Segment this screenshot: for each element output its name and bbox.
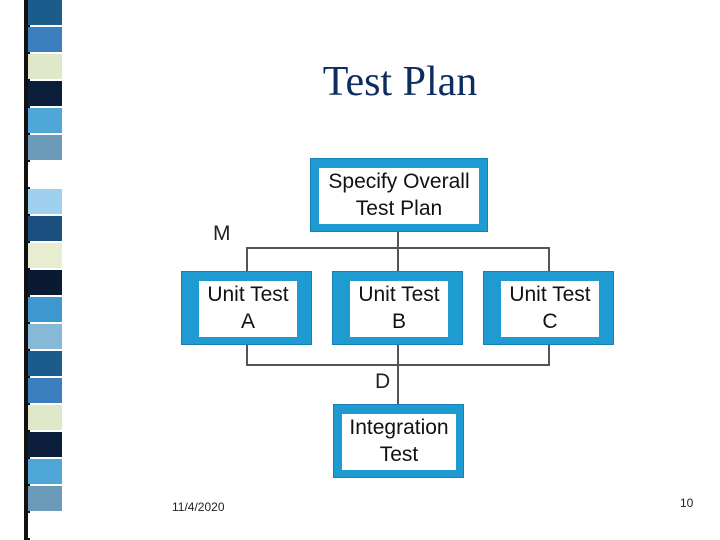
slide-title: Test Plan bbox=[322, 59, 478, 105]
strip-segment bbox=[28, 324, 62, 349]
label-m: M bbox=[213, 222, 231, 245]
footer-page-number: 10 bbox=[680, 496, 694, 510]
strip-segment bbox=[28, 216, 62, 241]
connector-to-unit-a bbox=[246, 247, 248, 271]
strip-edge bbox=[24, 0, 30, 540]
box-line-2: Test bbox=[379, 443, 419, 466]
connector-top-down bbox=[397, 232, 399, 248]
strip-segment bbox=[28, 0, 62, 25]
box-text: Specify Overall Test Plan bbox=[319, 168, 479, 224]
box-text: Integration Test bbox=[342, 414, 456, 470]
strip-segment bbox=[28, 162, 62, 187]
connector-from-unit-c bbox=[548, 345, 550, 365]
connector-to-unit-c bbox=[548, 247, 550, 271]
strip-segment bbox=[28, 54, 62, 79]
strip-segment bbox=[28, 486, 62, 511]
box-line-1: Unit Test bbox=[358, 283, 440, 306]
box-line-2: B bbox=[391, 310, 406, 333]
connector-to-unit-b bbox=[397, 247, 399, 271]
strip-segment bbox=[28, 27, 62, 52]
strip-segment bbox=[28, 351, 62, 376]
box-unit-test-b: Unit Test B bbox=[332, 271, 463, 345]
box-line-1: Specify Overall bbox=[328, 170, 470, 193]
box-line-2: A bbox=[240, 310, 255, 333]
connector-bottom-down bbox=[397, 364, 399, 404]
box-specify-overall-test-plan: Specify Overall Test Plan bbox=[310, 158, 488, 232]
footer-date: 11/4/2020 bbox=[172, 500, 225, 514]
connector-from-unit-b bbox=[397, 345, 399, 365]
strip-segment bbox=[28, 135, 62, 160]
strip-segment bbox=[28, 81, 62, 106]
box-line-2: C bbox=[542, 310, 558, 333]
box-unit-test-c: Unit Test C bbox=[483, 271, 614, 345]
strip-segment bbox=[28, 459, 62, 484]
strip-segment bbox=[28, 405, 62, 430]
box-line-2: Test Plan bbox=[355, 197, 443, 220]
strip-segment bbox=[28, 108, 62, 133]
strip-segment bbox=[28, 297, 62, 322]
label-d: D bbox=[375, 370, 391, 393]
connector-from-unit-a bbox=[246, 345, 248, 365]
strip-segment bbox=[28, 378, 62, 403]
box-line-1: Integration bbox=[349, 416, 449, 439]
strip-segment bbox=[28, 189, 62, 214]
box-text: Unit Test A bbox=[199, 281, 297, 337]
box-text: Unit Test B bbox=[350, 281, 448, 337]
strip-segment bbox=[28, 432, 62, 457]
box-integration-test: Integration Test bbox=[333, 404, 464, 478]
decorative-strip bbox=[0, 0, 64, 540]
box-unit-test-a: Unit Test A bbox=[181, 271, 312, 345]
strip-segment bbox=[28, 270, 62, 295]
strip-segment bbox=[28, 513, 62, 538]
box-line-1: Unit Test bbox=[207, 283, 289, 306]
box-text: Unit Test C bbox=[501, 281, 599, 337]
strip-segment bbox=[28, 243, 62, 268]
box-line-1: Unit Test bbox=[509, 283, 591, 306]
